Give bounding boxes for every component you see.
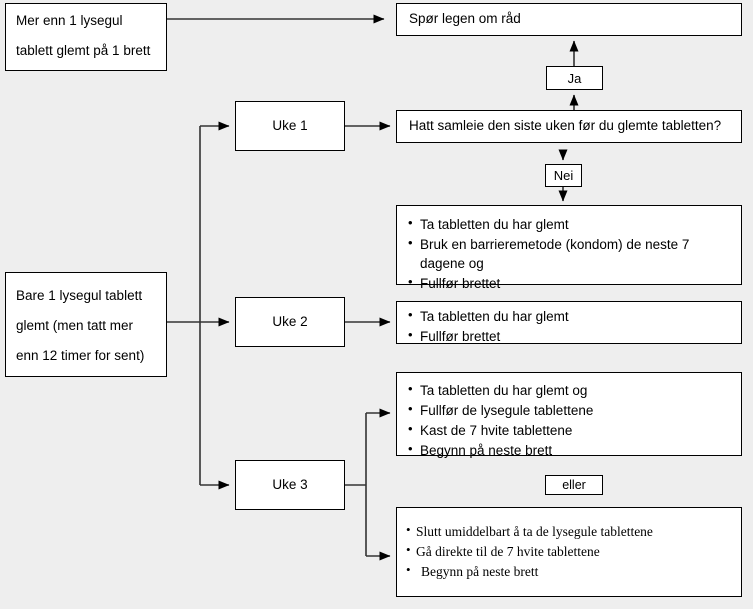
list-item: Ta tabletten du har glemt: [405, 214, 733, 234]
week-3-label: Uke 3: [272, 476, 308, 492]
edge-label-or: eller: [545, 475, 603, 495]
edge-label-no: Nei: [545, 164, 582, 187]
node-week-3[interactable]: Uke 3: [235, 460, 345, 510]
node-week-1-actions[interactable]: Ta tabletten du har glemt Bruk en barrie…: [396, 205, 742, 292]
node-week-1[interactable]: Uke 1: [235, 101, 345, 151]
edge-label-yes: Ja: [546, 66, 603, 90]
node-missed-only-one[interactable]: Bare 1 lysegul tablett glemt (men tatt m…: [5, 272, 167, 377]
missed-one-line-1: Bare 1 lysegul tablett: [16, 288, 143, 303]
list-item: Gå direkte til de 7 hvite tablettene: [405, 541, 733, 561]
list-item: Ta tabletten du har glemt og: [405, 380, 733, 400]
or-text: eller: [562, 478, 586, 492]
node-week-2-actions[interactable]: Ta tabletten du har glemt Fullfør brette…: [396, 301, 742, 346]
list-item: Slutt umiddelbart å ta de lysegule table…: [405, 521, 733, 541]
week-3-option-b-list: Slutt umiddelbart å ta de lysegule table…: [405, 521, 733, 581]
list-item: Fullfør brettet: [405, 326, 733, 346]
node-missed-more-than-one[interactable]: Mer enn 1 lysegul tablett glemt på 1 bre…: [5, 3, 167, 71]
missed-more-line-2: tablett glemt på 1 brett: [16, 42, 151, 58]
list-item: Fullfør de lysegule tablettene: [405, 400, 733, 420]
node-week-3-actions-option-b[interactable]: Slutt umiddelbart å ta de lysegule table…: [396, 507, 742, 597]
yes-text: Ja: [567, 70, 582, 86]
list-item: Fullfør brettet: [405, 273, 733, 293]
list-item: Bruk en barrieremetode (kondom) de neste…: [405, 234, 733, 273]
week-2-label: Uke 2: [272, 313, 308, 329]
node-ask-doctor[interactable]: Spør legen om råd: [396, 3, 742, 36]
ask-doctor-label: Spør legen om råd: [409, 11, 521, 27]
list-item: Kast de 7 hvite tablettene: [405, 420, 733, 440]
no-text: Nei: [553, 168, 574, 183]
missed-more-line-1: Mer enn 1 lysegul: [16, 13, 123, 28]
week-1-action-list: Ta tabletten du har glemt Bruk en barrie…: [405, 214, 733, 294]
node-question-intercourse[interactable]: Hatt samleie den siste uken før du glemt…: [396, 110, 742, 143]
week-3-option-a-list: Ta tabletten du har glemt og Fullfør de …: [405, 380, 733, 461]
missed-one-line-2: glemt (men tatt mer: [16, 317, 134, 333]
node-week-3-actions-option-a[interactable]: Ta tabletten du har glemt og Fullfør de …: [396, 372, 742, 459]
list-item: Begynn på neste brett: [405, 561, 733, 581]
node-week-2[interactable]: Uke 2: [235, 297, 345, 347]
list-item: Begynn på neste brett: [405, 440, 733, 460]
week-2-action-list: Ta tabletten du har glemt Fullfør brette…: [405, 306, 733, 346]
week-1-label: Uke 1: [272, 117, 308, 133]
list-item: Ta tabletten du har glemt: [405, 306, 733, 326]
missed-one-line-3: enn 12 timer for sent): [16, 347, 145, 363]
question-label: Hatt samleie den siste uken før du glemt…: [409, 118, 722, 134]
